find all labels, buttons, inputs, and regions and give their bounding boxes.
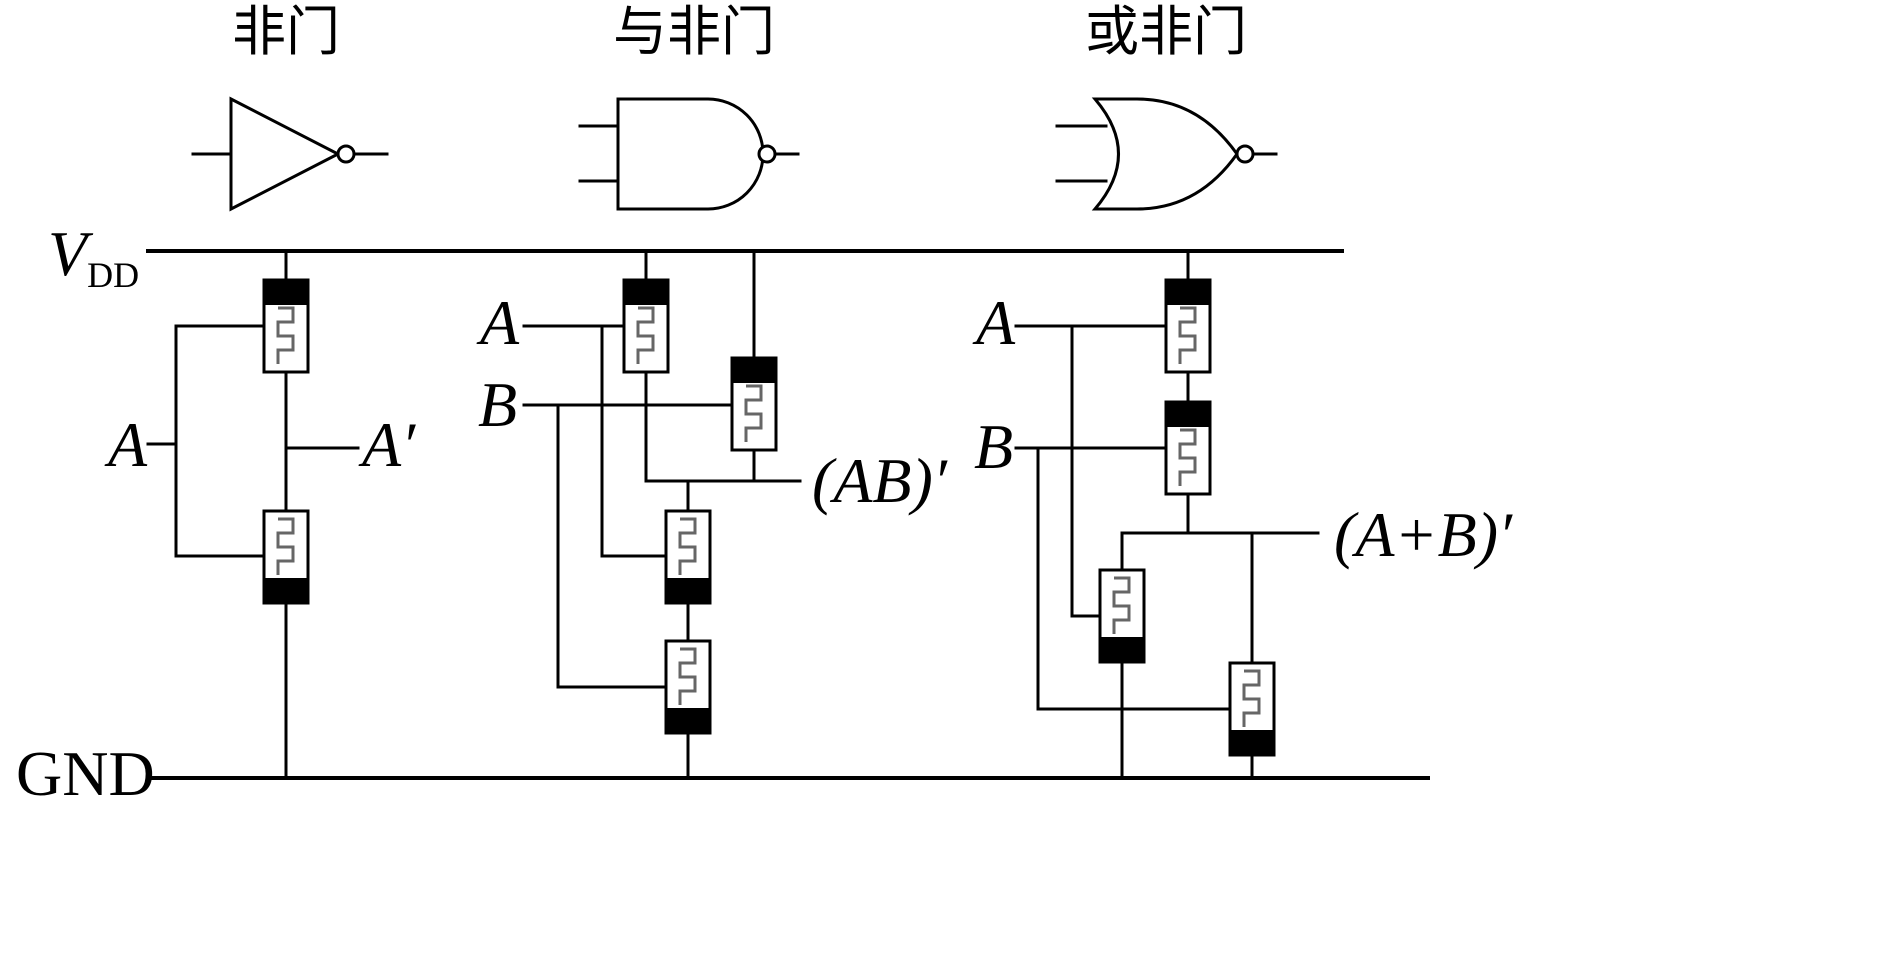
nand-input-b-label: B: [478, 369, 517, 440]
nor-nmos-a-transistor: [1098, 568, 1146, 664]
nor-gate-symbol: [1055, 97, 1278, 211]
nor-input-b-label: B: [974, 411, 1013, 482]
nor-output-label: (A+B)′: [1334, 499, 1513, 570]
nand-nmos-b-transistor: [664, 639, 712, 735]
nor-pmos-b-transistor: [1164, 400, 1212, 496]
nand-input-a-label: A: [476, 287, 520, 358]
not-input-label: A: [104, 409, 148, 480]
nand-gate-title: 与非门: [613, 0, 775, 63]
nand-pmos-a-transistor: [622, 278, 670, 374]
not-output-label: A′: [358, 409, 416, 480]
not-gate-symbol: [191, 96, 389, 212]
nand-output-label: (AB)′: [812, 445, 948, 516]
vdd-label: VDD: [48, 218, 139, 295]
nor-gate-title: 或非门: [1085, 0, 1247, 63]
not-pmos-transistor: [262, 278, 310, 374]
nor-nmos-b-transistor: [1228, 661, 1276, 757]
nor-input-a-label: A: [972, 287, 1016, 358]
nand-circuit: A B (AB)′: [476, 249, 948, 780]
nor-pmos-a-transistor: [1164, 278, 1212, 374]
nand-nmos-a-transistor: [664, 509, 712, 605]
nand-pmos-b-transistor: [730, 356, 778, 452]
not-gate-title: 非门: [232, 0, 340, 63]
not-circuit: A A′: [104, 249, 416, 780]
not-nmos-transistor: [262, 509, 310, 605]
nor-circuit: A B (A+B)′: [972, 249, 1513, 780]
nand-gate-symbol: [578, 97, 800, 211]
gnd-label: GND: [16, 738, 155, 809]
